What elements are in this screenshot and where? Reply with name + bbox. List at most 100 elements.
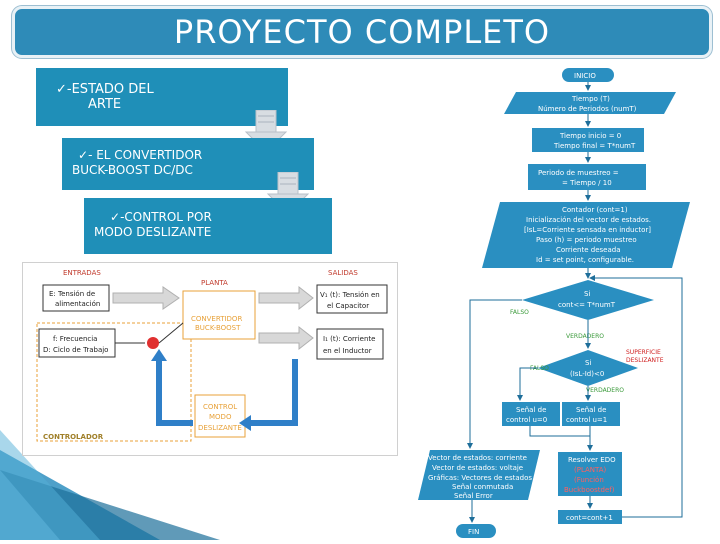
label-salidas: SALIDAS	[328, 269, 358, 277]
ctrl-line1: CONTROL	[203, 403, 237, 411]
flow-out-line1: Vector de estados: corriente	[428, 454, 527, 462]
step-box-estado-del-arte: ✓-ESTADO DEL ARTE	[36, 68, 288, 126]
label-planta: PLANTA	[201, 279, 228, 287]
flow-label-verdadero-2: VERDADERO	[586, 387, 624, 394]
flow-solve-line1: Resolver EDO	[568, 456, 616, 464]
flow-solve-edo	[558, 452, 622, 496]
flow-p1-line2: Tiempo final = T*numT	[553, 142, 636, 150]
title-bar: PROYECTO COMPLETO	[12, 6, 712, 58]
flow-out-line3: Gráficas: Vectores de estados	[428, 474, 532, 482]
block-diagram-svg: ENTRADAS PLANTA SALIDAS CONTROLADOR E: T…	[36, 269, 388, 442]
input2-line2: D: Ciclo de Trabajo	[43, 346, 108, 354]
flow-label-falso-2: FALSO	[530, 365, 549, 372]
label-controlador: CONTROLADOR	[43, 433, 104, 441]
ctrl-line2: MODO	[209, 413, 232, 421]
flow-out-line4: Señal conmutada	[452, 483, 513, 491]
flow-signal-u0	[502, 402, 560, 426]
feedback-arrow-right	[251, 359, 298, 426]
feedback-arrowhead	[239, 415, 251, 431]
input1-line1: E: Tensión de	[49, 290, 95, 298]
flow-out-line2: Vector de estados: voltaje	[432, 464, 523, 472]
step-label-line1: -ESTADO DEL	[66, 82, 154, 97]
flow-s1-line1: Señal de	[516, 406, 546, 414]
feedback-arrowhead-up	[151, 349, 167, 361]
node-to-plant-line	[158, 322, 184, 344]
flow-signal-u1	[562, 402, 620, 426]
flow-p3-line4: Paso (h) = periodo muestreo	[536, 236, 637, 244]
flow-io1-line2: Número de Periodos (numT)	[538, 105, 637, 113]
flow-label-falso-1: FALSO	[510, 309, 529, 316]
output2-line1: I₁ (t): Corriente	[323, 335, 375, 343]
controller-box	[194, 394, 246, 438]
flow-process-tiempo	[532, 128, 644, 152]
flowchart-svg: INICIO Tiempo (T) Número de Periodos (nu…	[418, 68, 690, 538]
flow-p3-line2: Inicialización del vector de estados.	[526, 216, 651, 224]
flow-label-verdadero-1: VERDADERO	[566, 333, 604, 340]
plant-line2: BUCK-BOOST	[195, 324, 241, 332]
label-entradas: ENTRADAS	[63, 269, 101, 277]
flow-decision-cont	[522, 280, 654, 320]
flow-end-label: FIN	[468, 528, 479, 536]
output1-line1: V₁ (t): Tensión en	[320, 291, 380, 299]
flow-increment	[558, 510, 622, 524]
flow-process-periodo	[528, 164, 646, 190]
flow-d2-line2: (IsL-Id)<0	[570, 370, 604, 378]
plant-line1: CONVERTIDOR	[191, 315, 242, 323]
flow-superficie-line2: DESLIZANTE	[626, 357, 664, 364]
step-label-line1: - EL CONVERTIDOR	[88, 148, 203, 162]
output1-line2: el Capacitor	[327, 302, 369, 310]
flow-output-vectors	[418, 450, 540, 500]
flow-init-vector	[482, 202, 690, 268]
flow-p1-line1: Tiempo inicio = 0	[559, 132, 621, 140]
ctrl-line3: DESLIZANTE	[198, 424, 242, 432]
controller-dashed-region	[36, 322, 192, 442]
step-box-convertidor: ✓- EL CONVERTIDOR BUCK-BOOST DC/DC	[62, 138, 314, 190]
flow-s2-line2: control u=1	[566, 416, 607, 424]
flow-p2-line2: = Tiempo / 10	[562, 179, 612, 187]
flow-d1-line2: cont<= T*numT	[558, 301, 616, 309]
flowchart: INICIO Tiempo (T) Número de Periodos (nu…	[410, 64, 706, 540]
flow-start-label: INICIO	[574, 72, 596, 80]
check-icon: ✓	[56, 82, 67, 97]
flow-decision-error	[538, 350, 638, 386]
slide-title: PROYECTO COMPLETO	[173, 13, 551, 51]
input-box-tension	[42, 284, 110, 312]
flow-solve-line3: (Función	[574, 476, 604, 484]
check-icon: ✓	[78, 148, 89, 162]
step-label-line2: BUCK-BOOST DC/DC	[72, 163, 193, 177]
flow-input-tiempo	[504, 92, 676, 114]
flow-p3-line3: [IsL=Corriente sensada en inductor]	[524, 226, 651, 234]
step-label-line1: -CONTROL POR	[120, 210, 212, 224]
flow-end	[456, 524, 496, 538]
step-label-line2: ARTE	[88, 97, 122, 112]
flow-solve-line2: (PLANTA)	[574, 466, 607, 474]
step-box-control: ✓-CONTROL POR MODO DESLIZANTE	[84, 198, 332, 254]
summing-node	[147, 337, 159, 349]
flow-out-line5: Señal Error	[454, 492, 493, 500]
input2-line1: f: Frecuencia	[53, 335, 97, 343]
flow-p3-line6: Id = set point, configurable.	[536, 256, 634, 264]
flow-s1-line2: control u=0	[506, 416, 547, 424]
flow-solve-line4: Buckboostdef)	[564, 486, 615, 494]
flow-d2-line1: Si	[585, 359, 591, 367]
input1-line2: alimentación	[55, 300, 100, 308]
gray-arrows	[112, 285, 314, 351]
feedback-arrow-left	[156, 359, 193, 426]
flow-p3-line5: Corriente deseada	[556, 246, 621, 254]
flow-increment-label: cont=cont+1	[566, 514, 613, 522]
flow-superficie-line1: SUPERFICIE	[626, 349, 661, 356]
flow-io1-line1: Tiempo (T)	[571, 95, 610, 103]
flow-d1-line1: Si	[584, 290, 590, 298]
output-box-corriente	[316, 328, 384, 360]
output-box-tension	[316, 284, 388, 314]
flow-start	[562, 68, 614, 82]
plant-box	[182, 290, 256, 340]
flow-s2-line1: Señal de	[576, 406, 606, 414]
input-box-frecuencia	[38, 328, 116, 358]
step-label-line2: MODO DESLIZANTE	[94, 225, 212, 239]
flow-p2-line1: Periodo de muestreo =	[538, 169, 619, 177]
decorative-bottom-band	[0, 430, 220, 540]
block-diagram: ENTRADAS PLANTA SALIDAS CONTROLADOR E: T…	[22, 262, 398, 456]
output2-line2: en el Inductor	[323, 347, 372, 355]
flow-p3-line1: Contador (cont=1)	[562, 206, 628, 214]
